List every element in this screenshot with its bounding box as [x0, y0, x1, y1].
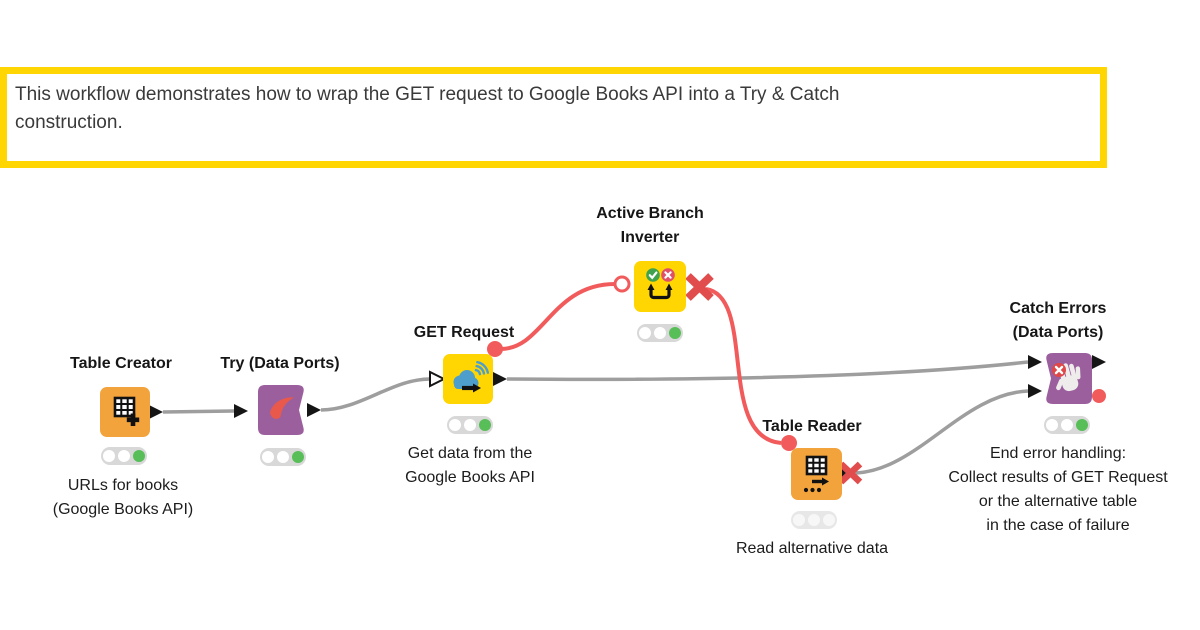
connection-try-getrequest[interactable]	[320, 377, 431, 412]
node-comment-table-creator: URLs for books (Google Books API)	[52, 477, 194, 518]
node-title-catch-errors: Catch Errors (Data Ports)	[1009, 300, 1107, 341]
inverter-flowvar-input-port[interactable]	[613, 275, 631, 293]
inverter-inactive-branch-x-icon	[685, 273, 714, 301]
getrequest-optional-input-port[interactable]	[429, 370, 447, 388]
node-table-reader[interactable]	[791, 448, 842, 500]
workflow-annotation[interactable]: This workflow demonstrates how to wrap t…	[0, 67, 1107, 168]
catch-hand-icon	[1052, 363, 1081, 392]
catch-input-port-top[interactable]	[1028, 355, 1042, 369]
node-title-get-request: GET Request	[413, 324, 515, 341]
traffic-light-table-reader	[791, 511, 837, 529]
branch-invert-icon	[646, 268, 675, 300]
node-title-table-creator: Table Creator	[70, 355, 172, 372]
tablereader-output-port[interactable]	[842, 466, 856, 480]
try-input-port[interactable]	[234, 404, 248, 418]
traffic-light-get-request	[447, 416, 493, 434]
getrequest-output-port[interactable]	[493, 372, 507, 386]
table-read-icon	[803, 455, 829, 493]
node-active-branch-inverter[interactable]	[634, 261, 686, 312]
connection-tablecreator-try[interactable]	[162, 409, 235, 414]
node-catch-errors[interactable]	[1042, 353, 1092, 404]
node-table-creator[interactable]	[100, 387, 150, 437]
catch-output-port[interactable]	[1092, 355, 1106, 369]
node-get-request[interactable]	[443, 354, 493, 404]
traffic-light-active-branch-inverter	[637, 324, 683, 342]
catch-input-port-bottom[interactable]	[1028, 384, 1042, 398]
try-swoosh-icon	[270, 397, 294, 419]
node-title-active-branch-inverter: Active Branch Inverter	[596, 205, 704, 246]
table-grid-plus-icon	[113, 396, 140, 426]
node-title-table-reader: Table Reader	[762, 418, 862, 435]
try-output-port[interactable]	[307, 403, 321, 417]
tablereader-inactive-branch-x-icon	[838, 461, 863, 485]
node-comment-table-reader: Read alternative data	[735, 540, 889, 557]
traffic-light-catch-errors	[1044, 416, 1090, 434]
traffic-light-try	[260, 448, 306, 466]
node-comment-catch-errors: End error handling: Collect results of G…	[948, 445, 1168, 534]
connection-getrequest-catch[interactable]	[506, 360, 1029, 382]
tablecreator-output-port[interactable]	[149, 405, 163, 419]
node-try[interactable]	[258, 385, 308, 435]
node-title-try: Try (Data Ports)	[220, 355, 340, 372]
node-comment-get-request: Get data from the Google Books API	[405, 445, 535, 486]
catch-flowvar-output-port[interactable]	[1092, 389, 1106, 403]
traffic-light-table-creator	[101, 447, 147, 465]
cloud-request-icon	[453, 361, 489, 393]
